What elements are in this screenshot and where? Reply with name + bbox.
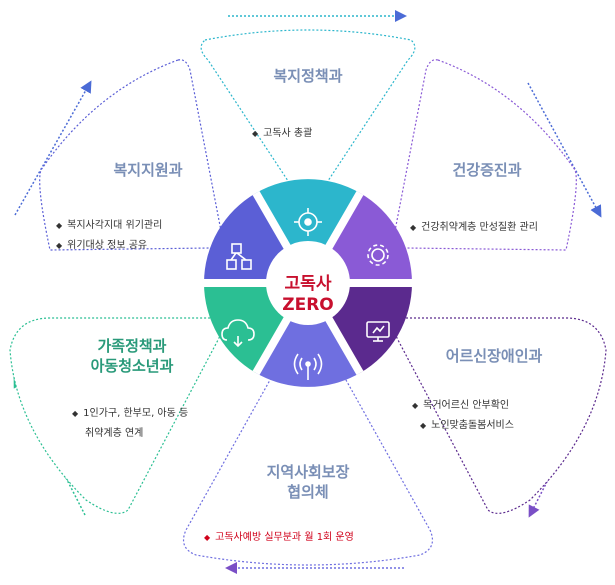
panel-bottom-right-bullet-2: ◆ 노인맞춤돌봄서비스: [420, 416, 514, 431]
arrow-top-right: [527, 82, 602, 218]
arrow-top-left: [14, 80, 92, 216]
center-title: 고독사 ZERO: [282, 276, 333, 314]
signal-icon: [293, 353, 323, 380]
panel-top-title: 복지정책과: [273, 66, 342, 86]
bullet-icon: ◆: [72, 409, 79, 418]
bullet-icon: ◆: [56, 221, 63, 230]
panel-bottom-left-bullet-1: ◆ 1인가구, 한부모, 아동 등: [72, 404, 188, 419]
bullet-icon: ◆: [410, 223, 417, 232]
panel-top-left-bullet-text: 위기대상 정보 공유: [67, 240, 148, 251]
panel-bottom-right-bullet-1: ◆ 독거어르신 안부확인: [412, 396, 509, 411]
panel-bottom-right-bullet-text: 독거어르신 안부확인: [423, 400, 510, 411]
panel-bottom-right: [392, 317, 607, 514]
bullet-icon: ◆: [204, 533, 211, 542]
panel-bottom-title-line2: 협의체: [287, 483, 329, 502]
cloud-icon: [221, 319, 255, 348]
panel-bottom-left-title-line2: 아동청소년과: [90, 357, 174, 376]
panel-bottom-right-title-line: 어르신장애인과: [445, 347, 543, 365]
panel-top-left: [39, 59, 223, 251]
panel-bottom-left-title-line1: 가족정책과: [97, 337, 167, 355]
network-icon: [226, 243, 252, 270]
bullet-icon: ◆: [420, 421, 427, 430]
panel-bottom-title-line1: 지역사회보장: [266, 463, 350, 481]
panel-top-left-bullet-2: ◆ 위기대상 정보 공유: [56, 236, 147, 251]
panel-bottom-bullet-text: 고독사예방 실무분과 월 1회 운영: [215, 532, 354, 543]
outer-panels: [9, 29, 607, 566]
panel-top-right: [393, 59, 577, 251]
target-icon: [294, 208, 322, 236]
panel-top-right-title: 건강증진과: [452, 160, 521, 180]
center-title-line1: 고독사: [284, 274, 332, 294]
panel-bottom-left-bullet-text: 취약계층 연계: [85, 428, 144, 439]
panel-bottom-right-bullet-text: 노인맞춤돌봄서비스: [431, 420, 514, 431]
panel-top-right-bullet: ◆ 건강취약계층 만성질환 관리: [410, 218, 538, 233]
center-wheel: [204, 179, 412, 387]
gear-icon: [367, 244, 389, 266]
panel-top-bullet: ◆ 고독사 총괄: [252, 124, 312, 139]
panel-top-left-bullet-1: ◆ 복지사각지대 위기관리: [56, 216, 162, 231]
bullet-icon: ◆: [412, 401, 419, 410]
panel-top-right-title-line: 건강증진과: [452, 161, 522, 179]
panel-top-bullet-text: 고독사 총괄: [263, 128, 313, 139]
panel-bottom-title: 지역사회보장 협의체: [267, 462, 350, 503]
panel-bottom-left-bullet-text: 1인가구, 한부모, 아동 등: [83, 408, 189, 419]
bullet-icon: ◆: [252, 129, 259, 138]
panel-top-right-bullet-text: 건강취약계층 만성질환 관리: [421, 222, 538, 233]
panel-bottom-left: [9, 317, 224, 514]
segment-icons: [221, 208, 390, 380]
panel-top: [200, 29, 416, 202]
panel-top-left-title: 복지지원과: [113, 160, 182, 180]
panel-top-left-bullet-text: 복지사각지대 위기관리: [67, 220, 163, 231]
panel-top-left-title-line: 복지지원과: [113, 161, 183, 179]
panel-bottom-bullet: ◆ 고독사예방 실무분과 월 1회 운영: [204, 528, 354, 543]
center-circle: [266, 241, 350, 325]
panel-bottom-left-title: 가족정책과 아동청소년과: [91, 336, 174, 377]
bullet-icon: ◆: [56, 241, 63, 250]
panel-top-title-line: 복지정책과: [273, 67, 343, 85]
segment-bottom: [256, 283, 360, 387]
panel-bottom-left-bullet-2: 취약계층 연계: [85, 424, 143, 439]
monitor-icon: [366, 321, 390, 342]
panel-bottom-right-title: 어르신장애인과: [446, 346, 543, 366]
center-title-line2: ZERO: [282, 295, 334, 315]
